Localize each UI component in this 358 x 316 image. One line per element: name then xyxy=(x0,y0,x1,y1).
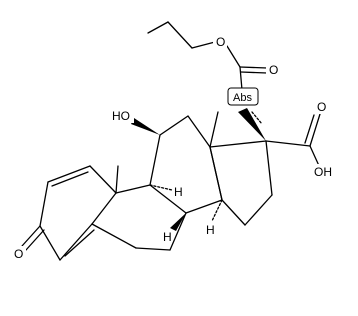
bond xyxy=(159,115,189,136)
acid-carbonyl-oxygen-label: O xyxy=(317,100,326,114)
bond xyxy=(211,199,223,222)
bond xyxy=(191,41,216,49)
bond xyxy=(309,113,321,147)
ring-c xyxy=(149,111,223,214)
atom-labels: O O Abs O OH HO O H H H xyxy=(12,34,336,261)
bond xyxy=(115,165,119,194)
ester-oxygen-label: O xyxy=(216,35,225,49)
wedge-bond xyxy=(131,118,160,135)
bond xyxy=(209,140,267,148)
bond xyxy=(169,212,187,251)
bond xyxy=(135,247,171,251)
carbonyl-oxygen-label: O xyxy=(269,63,278,77)
bond xyxy=(39,181,49,227)
bond xyxy=(265,140,273,196)
hydrogen-c8-label: H xyxy=(163,230,172,244)
ring-a xyxy=(21,165,117,261)
bond xyxy=(64,229,95,257)
stereo-hydrogens xyxy=(149,184,223,231)
bond xyxy=(226,45,241,68)
hydroxyl-label: HO xyxy=(112,109,130,123)
bond xyxy=(187,115,211,148)
bond xyxy=(251,111,263,125)
bond xyxy=(149,184,173,191)
bond xyxy=(25,229,45,251)
wedge-bond xyxy=(238,108,266,141)
bond xyxy=(47,165,91,183)
bond xyxy=(51,171,89,187)
bond xyxy=(244,194,273,226)
bond xyxy=(91,223,137,249)
hydrogen-c9-label: H xyxy=(174,185,183,199)
bond xyxy=(239,66,268,69)
ring-b xyxy=(91,165,187,251)
bond xyxy=(265,140,311,147)
bond xyxy=(304,114,315,144)
bond xyxy=(89,165,117,194)
bond xyxy=(149,134,161,186)
acid-hydroxyl-label: OH xyxy=(314,165,332,179)
hydrogen-c14-label: H xyxy=(206,223,215,237)
wedge-bond xyxy=(170,213,186,231)
bond xyxy=(149,184,187,214)
ethyl-carbonate-group xyxy=(147,21,268,91)
hydroxyl-group xyxy=(131,118,160,135)
bond xyxy=(239,66,243,91)
bond xyxy=(209,111,219,148)
bond xyxy=(167,21,193,49)
bond xyxy=(185,199,223,214)
bond xyxy=(21,225,41,247)
bond xyxy=(240,71,268,74)
ring-ketone-oxygen-label: O xyxy=(14,247,23,261)
carboxylic-acid-group xyxy=(265,113,321,169)
bond xyxy=(91,192,117,225)
bond xyxy=(221,199,246,226)
bond xyxy=(209,146,223,201)
abs-stereo-tag: Abs xyxy=(233,92,252,104)
ring-d xyxy=(209,108,273,226)
bond xyxy=(147,21,169,34)
bond xyxy=(59,223,93,261)
bond xyxy=(115,184,151,194)
